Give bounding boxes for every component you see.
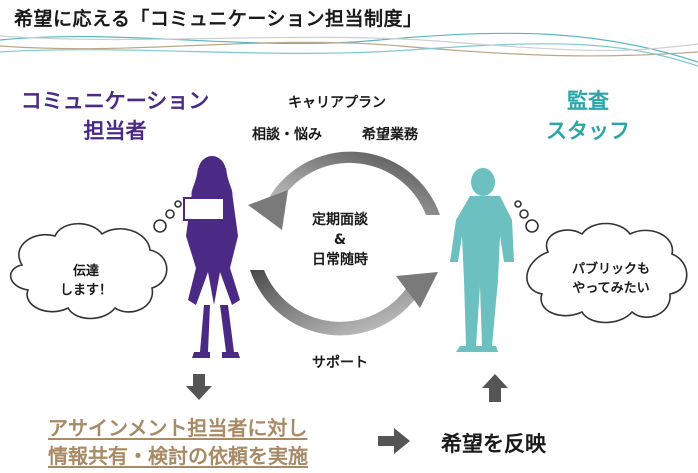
center-meeting-text: 定期面談 & 日常随時 [290, 210, 390, 270]
role-communication-officer: コミュニケーション 担当者 [10, 86, 220, 146]
role-right-line2: スタッフ [546, 119, 630, 143]
assignment-line1: アサインメント担当者に対し [48, 416, 308, 440]
label-desired-work: 希望業務 [362, 127, 418, 143]
center-line3: 日常随時 [312, 252, 368, 268]
role-right-line1: 監査 [567, 89, 609, 113]
lower-cycle-arrow [250, 270, 438, 336]
right-bubble-text: パブリックも やってみたい [556, 260, 666, 298]
center-line2: & [333, 232, 347, 248]
right-arrow [378, 428, 410, 454]
assignment-line2: 情報共有・検討の依頼を実施 [48, 444, 308, 468]
assignment-action-text: アサインメント担当者に対し 情報共有・検討の依頼を実施 [48, 414, 308, 470]
role-audit-staff: 監査 スタッフ [528, 86, 648, 146]
reflect-wishes-text: 希望を反映 [441, 432, 546, 456]
label-consultation: 相談・悩み [252, 127, 322, 143]
upper-cycle-arrow [248, 151, 440, 230]
center-line1: 定期面談 [312, 212, 368, 228]
page-title: 希望に応える「コミュニケーション担当制度」 [14, 8, 423, 30]
right-bubble-line2: やってみたい [572, 281, 650, 296]
down-arrow [186, 374, 212, 400]
left-bubble-line2: します！ [59, 283, 112, 298]
woman-silhouette [183, 156, 240, 358]
right-thought-cloud [514, 200, 688, 324]
label-career-plan: キャリアプラン [288, 95, 386, 111]
right-bubble-line1: パブリックも [571, 262, 650, 277]
left-bubble-text: 伝達 します！ [46, 262, 126, 300]
role-left-line2: 担当者 [83, 119, 147, 143]
header-wave-lines [0, 32, 698, 67]
left-thought-cloud [9, 200, 182, 320]
man-silhouette [450, 168, 514, 352]
role-left-line1: コミュニケーション [20, 89, 210, 113]
label-support: サポート [312, 355, 368, 371]
up-arrow [482, 374, 508, 402]
left-bubble-line1: 伝達 [72, 264, 99, 279]
